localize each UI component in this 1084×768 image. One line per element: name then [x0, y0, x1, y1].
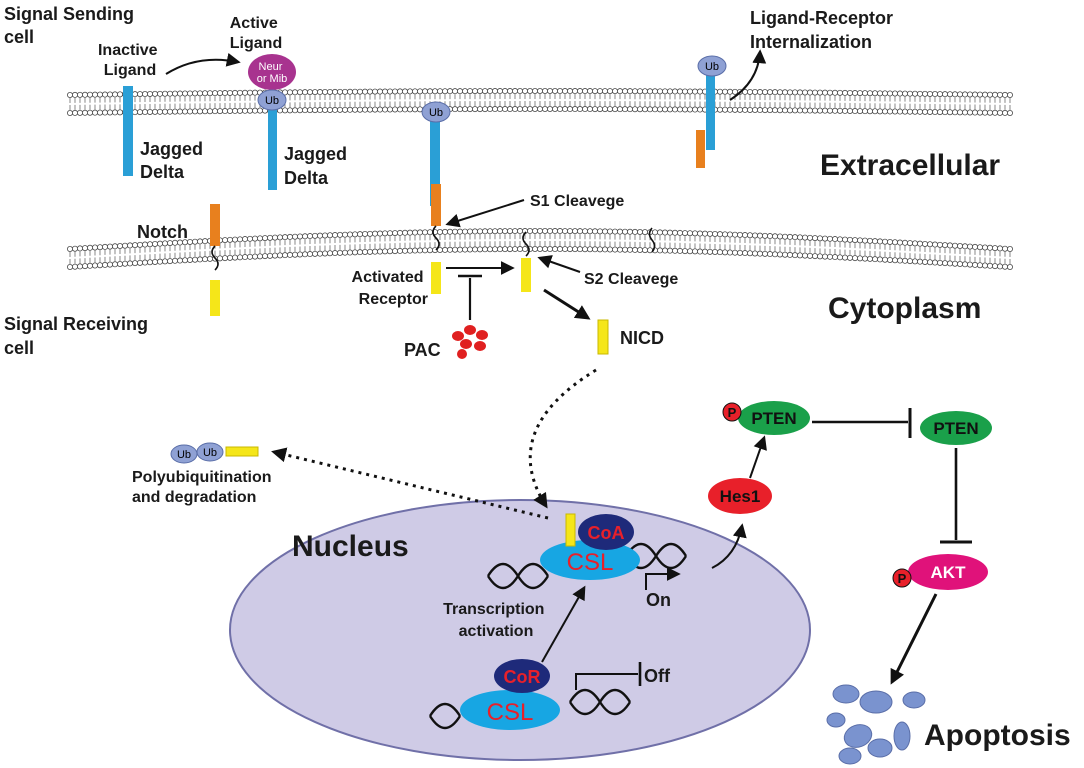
- on-label: On: [646, 590, 671, 610]
- transcription-activation-label: Transcription activation: [443, 601, 549, 640]
- jagged-delta-label-2: Jagged Delta: [284, 144, 352, 188]
- polyub-nicd: [225, 446, 259, 457]
- jagged-delta-label-1: Jagged Delta: [140, 139, 208, 182]
- receiving-cell-membrane: [67, 227, 1014, 270]
- ubiquitin-bound-ligand: [421, 101, 451, 123]
- bound-ligand: [430, 118, 440, 206]
- corepressor-label: CoR: [504, 667, 541, 687]
- phosphate-akt: [892, 568, 912, 588]
- phospho-pten-label: PTEN: [751, 409, 796, 428]
- nucleus-to-hes1-arrow: [711, 523, 747, 569]
- signal-receiving-cell-label: Signal Receiving cell: [4, 314, 153, 358]
- nicd-release-arrow: [543, 288, 591, 320]
- neur-mib-ligase: [248, 54, 296, 90]
- apoptotic-bodies: [826, 684, 926, 765]
- polyubiquitination-label: Polyubiquitination and degradation: [132, 469, 276, 506]
- pten: [920, 411, 992, 445]
- pac-molecules: [452, 325, 488, 359]
- notch-extracellular: [210, 204, 220, 246]
- csl-active: [540, 540, 640, 580]
- activated-receptor-extracellular: [431, 184, 441, 226]
- nuclear-nicd: [565, 513, 576, 547]
- sending-cell-membrane: [67, 88, 1014, 117]
- polyub-ub-2-label: Ub: [203, 447, 217, 459]
- s2-receptor-intracellular: [521, 258, 531, 292]
- extracellular-label: Extracellular: [820, 149, 1000, 182]
- phospho-pten: [738, 401, 810, 435]
- nicd: [597, 319, 609, 355]
- off-label: Off: [644, 666, 671, 686]
- ub-label-2: Ub: [429, 107, 443, 119]
- pten-label: PTEN: [933, 419, 978, 438]
- notch-intracellular: [210, 280, 220, 316]
- s1-cleavage-label: S1 Cleavege: [530, 193, 624, 210]
- phosphate-pten: [722, 402, 742, 422]
- ub-label-1: Ub: [265, 95, 279, 107]
- inactive-ligand-label: Inactive Ligand: [98, 42, 162, 79]
- csl-repressed-label: CSL: [487, 699, 534, 726]
- phosphate-akt-label: P: [898, 571, 907, 586]
- activated-receptor-label: Activated Receptor: [352, 269, 428, 308]
- ubiquitin-active-ligand: [257, 89, 287, 111]
- inactive-ligand: [123, 86, 133, 176]
- s2-receptor-linker: [522, 231, 530, 257]
- nucleus-label: Nucleus: [292, 530, 409, 563]
- nicd-label: NICD: [620, 328, 664, 348]
- activation-arrow: [541, 585, 586, 663]
- phosphate-pten-label: P: [728, 405, 737, 420]
- dna-repressed: [428, 688, 632, 730]
- hes1: [708, 478, 772, 514]
- akt-label: AKT: [931, 563, 967, 582]
- neur-mib-label: Neur or Mib: [257, 61, 288, 85]
- ligand-activation-arrow: [165, 52, 241, 75]
- polyub-ub-1-label: Ub: [177, 449, 191, 461]
- internalized-receptor: [696, 130, 705, 168]
- internalization-arrow: [729, 49, 767, 101]
- on-transcription-arrow: [645, 567, 681, 590]
- hes1-to-pten-arrow: [749, 435, 767, 479]
- csl-active-label: CSL: [567, 549, 614, 576]
- nicd-to-nucleus-dotted: [528, 368, 597, 509]
- ub-label-3: Ub: [705, 61, 719, 73]
- ligand-receptor-internalization-label: Ligand-Receptor Internalization: [750, 8, 898, 52]
- s2-cleavage-arrow: [537, 255, 581, 273]
- notch-linker: [211, 245, 219, 271]
- notch-label: Notch: [137, 222, 188, 242]
- apoptosis-label: Apoptosis: [924, 719, 1071, 752]
- corepressor: [494, 659, 550, 693]
- pac-label: PAC: [404, 340, 441, 360]
- hes1-label: Hes1: [720, 487, 761, 506]
- activated-receptor-intracellular: [431, 262, 441, 294]
- active-ligand: [268, 108, 277, 190]
- akt: [908, 554, 988, 590]
- dna-active: [486, 542, 688, 590]
- signal-sending-cell-label: Signal Sending cell: [4, 4, 139, 47]
- membrane-wave-marker: [648, 227, 656, 253]
- csl-repressed: [460, 690, 560, 730]
- coactivator-label: CoA: [588, 523, 625, 543]
- s1-cleavage-arrow: [445, 199, 525, 228]
- internalized-ligand: [706, 72, 715, 150]
- active-ligand-label: Active Ligand: [230, 15, 282, 52]
- akt-to-apoptosis-arrow: [890, 593, 938, 685]
- cytoplasm-label: Cytoplasm: [828, 292, 981, 325]
- polyub-ub-2: [196, 442, 224, 462]
- s2-cleavage-label: S2 Cleavege: [584, 271, 678, 288]
- degradation-dotted-arrow: [271, 447, 549, 520]
- ubiquitin-internalized: [697, 55, 727, 77]
- off-repression-symbol: [575, 673, 638, 690]
- activated-receptor-linker: [432, 225, 440, 251]
- coactivator: [578, 514, 634, 550]
